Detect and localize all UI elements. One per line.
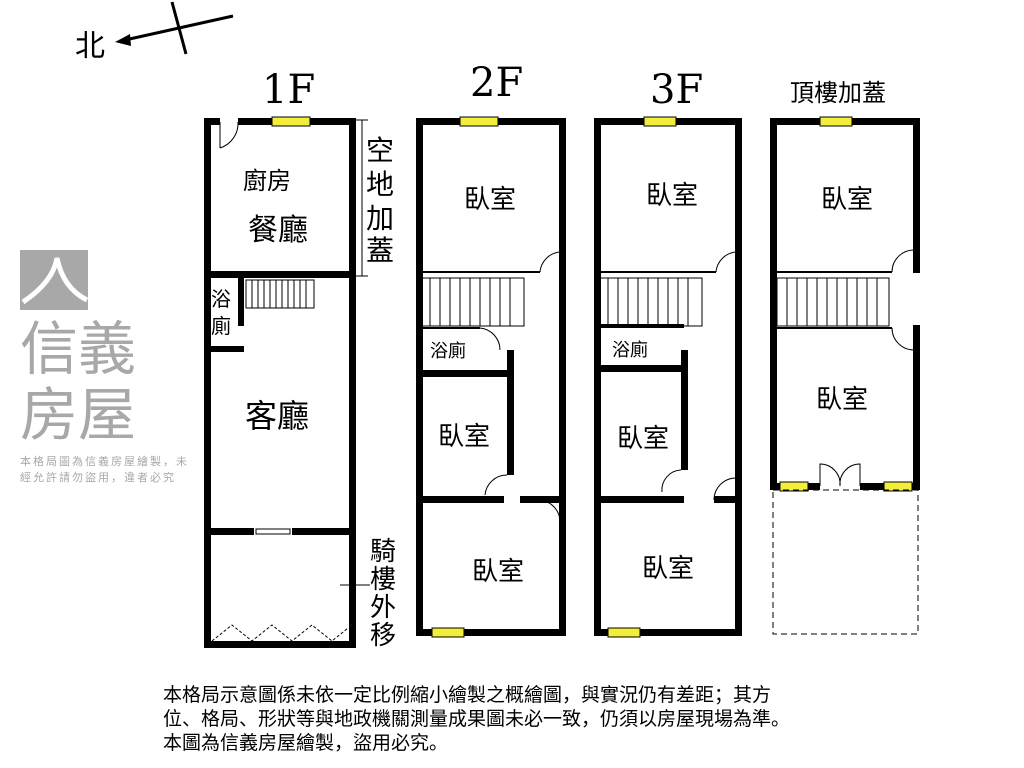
floor-3f: 3F 臥室 浴廁 臥室 臥室 (594, 67, 742, 638)
floor-title: 1F (262, 67, 315, 113)
floor-title: 2F (470, 60, 523, 106)
room-label: 臥室 (617, 424, 669, 454)
floor-1f: 1F 廚房 餐廳 浴 廁 客廳 空 地 加 蓋 騎 樓 外 移 (204, 67, 396, 651)
room-label: 臥室 (472, 557, 524, 587)
room-label: 臥室 (464, 185, 516, 215)
floor-2f: 2F 臥室 浴廁 臥室 臥室 (416, 60, 566, 638)
room-label: 臥室 (816, 385, 868, 415)
north-compass: 北 (75, 1, 234, 64)
disclaimer-line: 本格局示意圖係未依一定比例縮小繪製之概繪圖，與實況仍有差距；其方 (163, 684, 772, 706)
room-label: 浴 (211, 287, 231, 311)
room-label: 臥室 (821, 185, 873, 215)
side-label: 地 (366, 168, 394, 201)
arrow-icon (115, 34, 131, 46)
disclaimer-line: 本圖為信義房屋繪製，盜用必究。 (163, 732, 449, 754)
room-label: 臥室 (646, 181, 698, 211)
floor-title: 3F (650, 67, 703, 113)
north-label: 北 (75, 29, 105, 64)
room-label: 臥室 (438, 422, 490, 452)
room-label: 廚房 (243, 167, 291, 195)
watermark-brand: 信義房屋 (20, 315, 137, 449)
watermark: 信義房屋 本格局圖為信義房屋繪製，未經允許請勿盜用，違者必究 (20, 250, 200, 486)
room-label: 客廳 (245, 397, 309, 435)
disclaimer-line: 位、格局、形狀等與地政機關測量成果圖未必一致，仍須以房屋現場為準。 (163, 708, 791, 730)
floor-rooftop: 頂樓加蓋 臥室 臥室 (770, 79, 920, 635)
side-label: 騎 (370, 537, 396, 567)
room-label: 浴廁 (612, 339, 648, 361)
side-label: 樓 (370, 565, 396, 595)
room-label: 餐廳 (248, 213, 308, 248)
room-label: 廁 (211, 314, 231, 338)
watermark-notice: 本格局圖為信義房屋繪製，未經允許請勿盜用，違者必究 (20, 455, 189, 484)
room-label: 臥室 (642, 554, 694, 584)
side-label: 移 (370, 621, 396, 651)
disclaimer-note: 本格局示意圖係未依一定比例縮小繪製之概繪圖，與實況仍有差距；其方 位、格局、形狀… (163, 683, 993, 755)
side-label: 外 (370, 593, 396, 623)
side-label: 加 (366, 202, 394, 235)
floor-title: 頂樓加蓋 (790, 79, 886, 107)
side-label: 蓋 (366, 234, 394, 267)
room-label: 浴廁 (430, 340, 466, 362)
side-label: 空 (366, 134, 394, 167)
watermark-logo (20, 250, 88, 310)
